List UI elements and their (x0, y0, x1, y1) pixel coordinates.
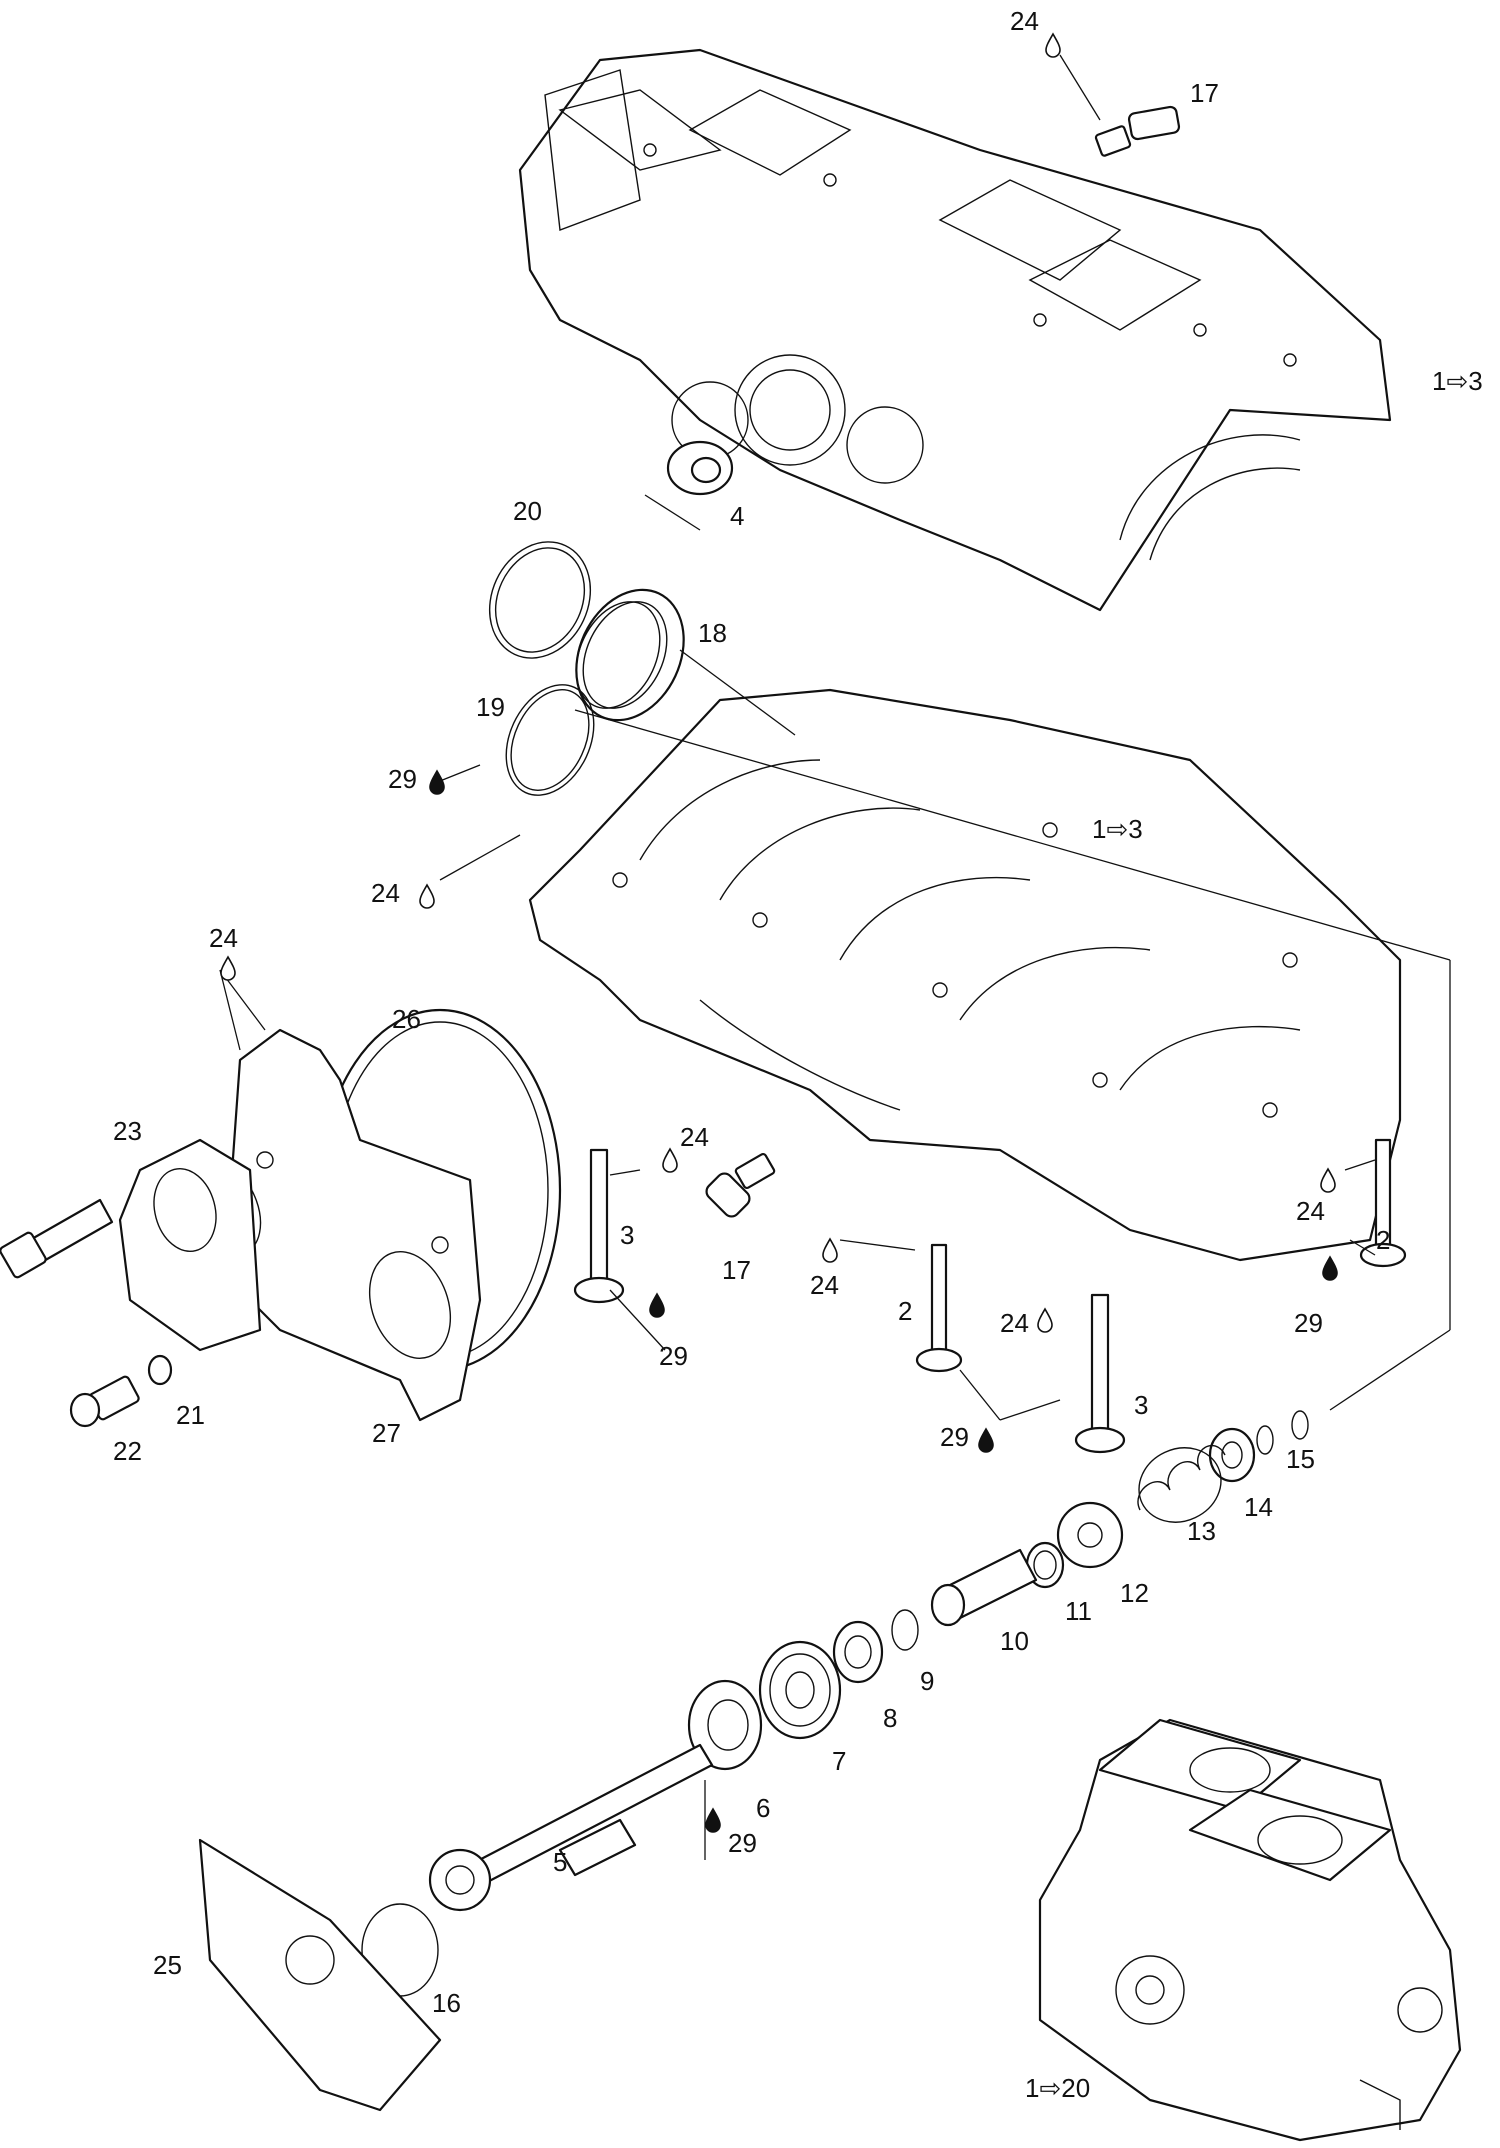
seal-6 (687, 1679, 763, 1771)
oil-drop-outline-icon (419, 884, 435, 909)
callout-29-shaft: 29 (728, 1828, 757, 1858)
oil-drop-outline-icon (822, 1238, 838, 1263)
oil-drop-outline-icon (1037, 1308, 1053, 1333)
gasket-23 (118, 1138, 262, 1352)
circlip-15 (1256, 1410, 1309, 1455)
bushing-10 (930, 1548, 1038, 1627)
oil-drop-filled-icon (1322, 1256, 1338, 1281)
callout-22: 22 (113, 1436, 142, 1466)
fitting-17-top (1094, 105, 1181, 157)
callout-29-pair: 29 (940, 1422, 969, 1452)
callout-27: 27 (372, 1418, 401, 1448)
callout-26: 26 (392, 1004, 421, 1034)
callout-24-mid: 24 (371, 878, 400, 908)
callout-7: 7 (832, 1746, 847, 1776)
callout-23: 23 (113, 1116, 142, 1146)
callout-24-bolt: 24 (680, 1122, 709, 1152)
callout-12: 12 (1120, 1578, 1149, 1608)
screw-23 (0, 1198, 114, 1279)
callout-10: 10 (1000, 1626, 1029, 1656)
complete-engine (1038, 1718, 1462, 2142)
callout-2-right: 2 (1376, 1225, 1391, 1255)
callout-1to3-mid: 1⇨3 (1092, 814, 1143, 844)
circlip-9 (891, 1609, 919, 1651)
bearing-7 (758, 1640, 842, 1740)
seal-4 (666, 440, 734, 496)
snap-ring-20 (488, 541, 592, 659)
callout-24-fitting: 24 (810, 1270, 839, 1300)
oil-drop-filled-icon (429, 770, 445, 795)
callout-17-top: 17 (1190, 78, 1219, 108)
leader-lines (219, 54, 1451, 1860)
oil-drop-filled-icon (649, 1293, 665, 1318)
screw-22-washer-21 (69, 1354, 173, 1428)
washer-8 (832, 1620, 884, 1684)
callout-24-right: 24 (1296, 1196, 1325, 1226)
oil-drop-filled-icon (705, 1808, 721, 1833)
callout-29-left: 29 (388, 764, 417, 794)
callout-17-low: 17 (722, 1255, 751, 1285)
spring-13 (1137, 1444, 1226, 1523)
oil-drop-outline-icon (220, 956, 236, 981)
gear-12 (1056, 1501, 1124, 1569)
callout-2-mid: 2 (898, 1296, 913, 1326)
callout-18: 18 (698, 618, 727, 648)
shaft-5 (428, 1743, 714, 1912)
callout-15: 15 (1286, 1444, 1315, 1474)
callout-14: 14 (1244, 1492, 1273, 1522)
washer-14 (1208, 1427, 1256, 1483)
callout-4: 4 (730, 501, 745, 531)
callout-29-right: 29 (1294, 1308, 1323, 1338)
callout-25: 25 (153, 1950, 182, 1980)
lower-crankcase (528, 688, 1402, 1262)
callout-24-bolt2: 24 (1000, 1308, 1029, 1338)
fitting-17-low (705, 1152, 776, 1218)
rotary-valve-cover-26 (198, 1008, 562, 1422)
stud-bolt-2-right (1359, 1138, 1407, 1268)
oil-drop-outline-icon (662, 1148, 678, 1173)
stud-bolt-2-mid (915, 1243, 963, 1373)
callout-1to3-top: 1⇨3 (1432, 366, 1483, 396)
o-ring-19 (505, 684, 595, 796)
upper-crankcase (518, 48, 1392, 612)
callout-29-bolt: 29 (659, 1341, 688, 1371)
callout-6: 6 (756, 1793, 771, 1823)
stud-bolt-3-right (1074, 1293, 1126, 1454)
callout-16: 16 (432, 1988, 461, 2018)
oil-drop-filled-icon (978, 1428, 994, 1453)
callout-24-top: 24 (1010, 6, 1039, 36)
callout-20: 20 (513, 496, 542, 526)
callout-3-left: 3 (620, 1220, 635, 1250)
callout-9: 9 (920, 1666, 935, 1696)
stud-bolt-3-left (573, 1148, 625, 1304)
callout-8: 8 (883, 1703, 898, 1733)
oil-drop-outline-icon (1045, 33, 1061, 58)
callout-5: 5 (553, 1847, 568, 1877)
cover-plate-25 (198, 1838, 442, 2112)
callout-3-right: 3 (1134, 1390, 1149, 1420)
seal-18 (575, 588, 685, 722)
callout-13: 13 (1187, 1516, 1216, 1546)
callout-1to20: 1⇨20 (1025, 2073, 1091, 2103)
callout-21: 21 (176, 1400, 205, 1430)
callout-24-left: 24 (209, 923, 238, 953)
callout-11: 11 (1065, 1596, 1092, 1626)
callout-19: 19 (476, 692, 505, 722)
